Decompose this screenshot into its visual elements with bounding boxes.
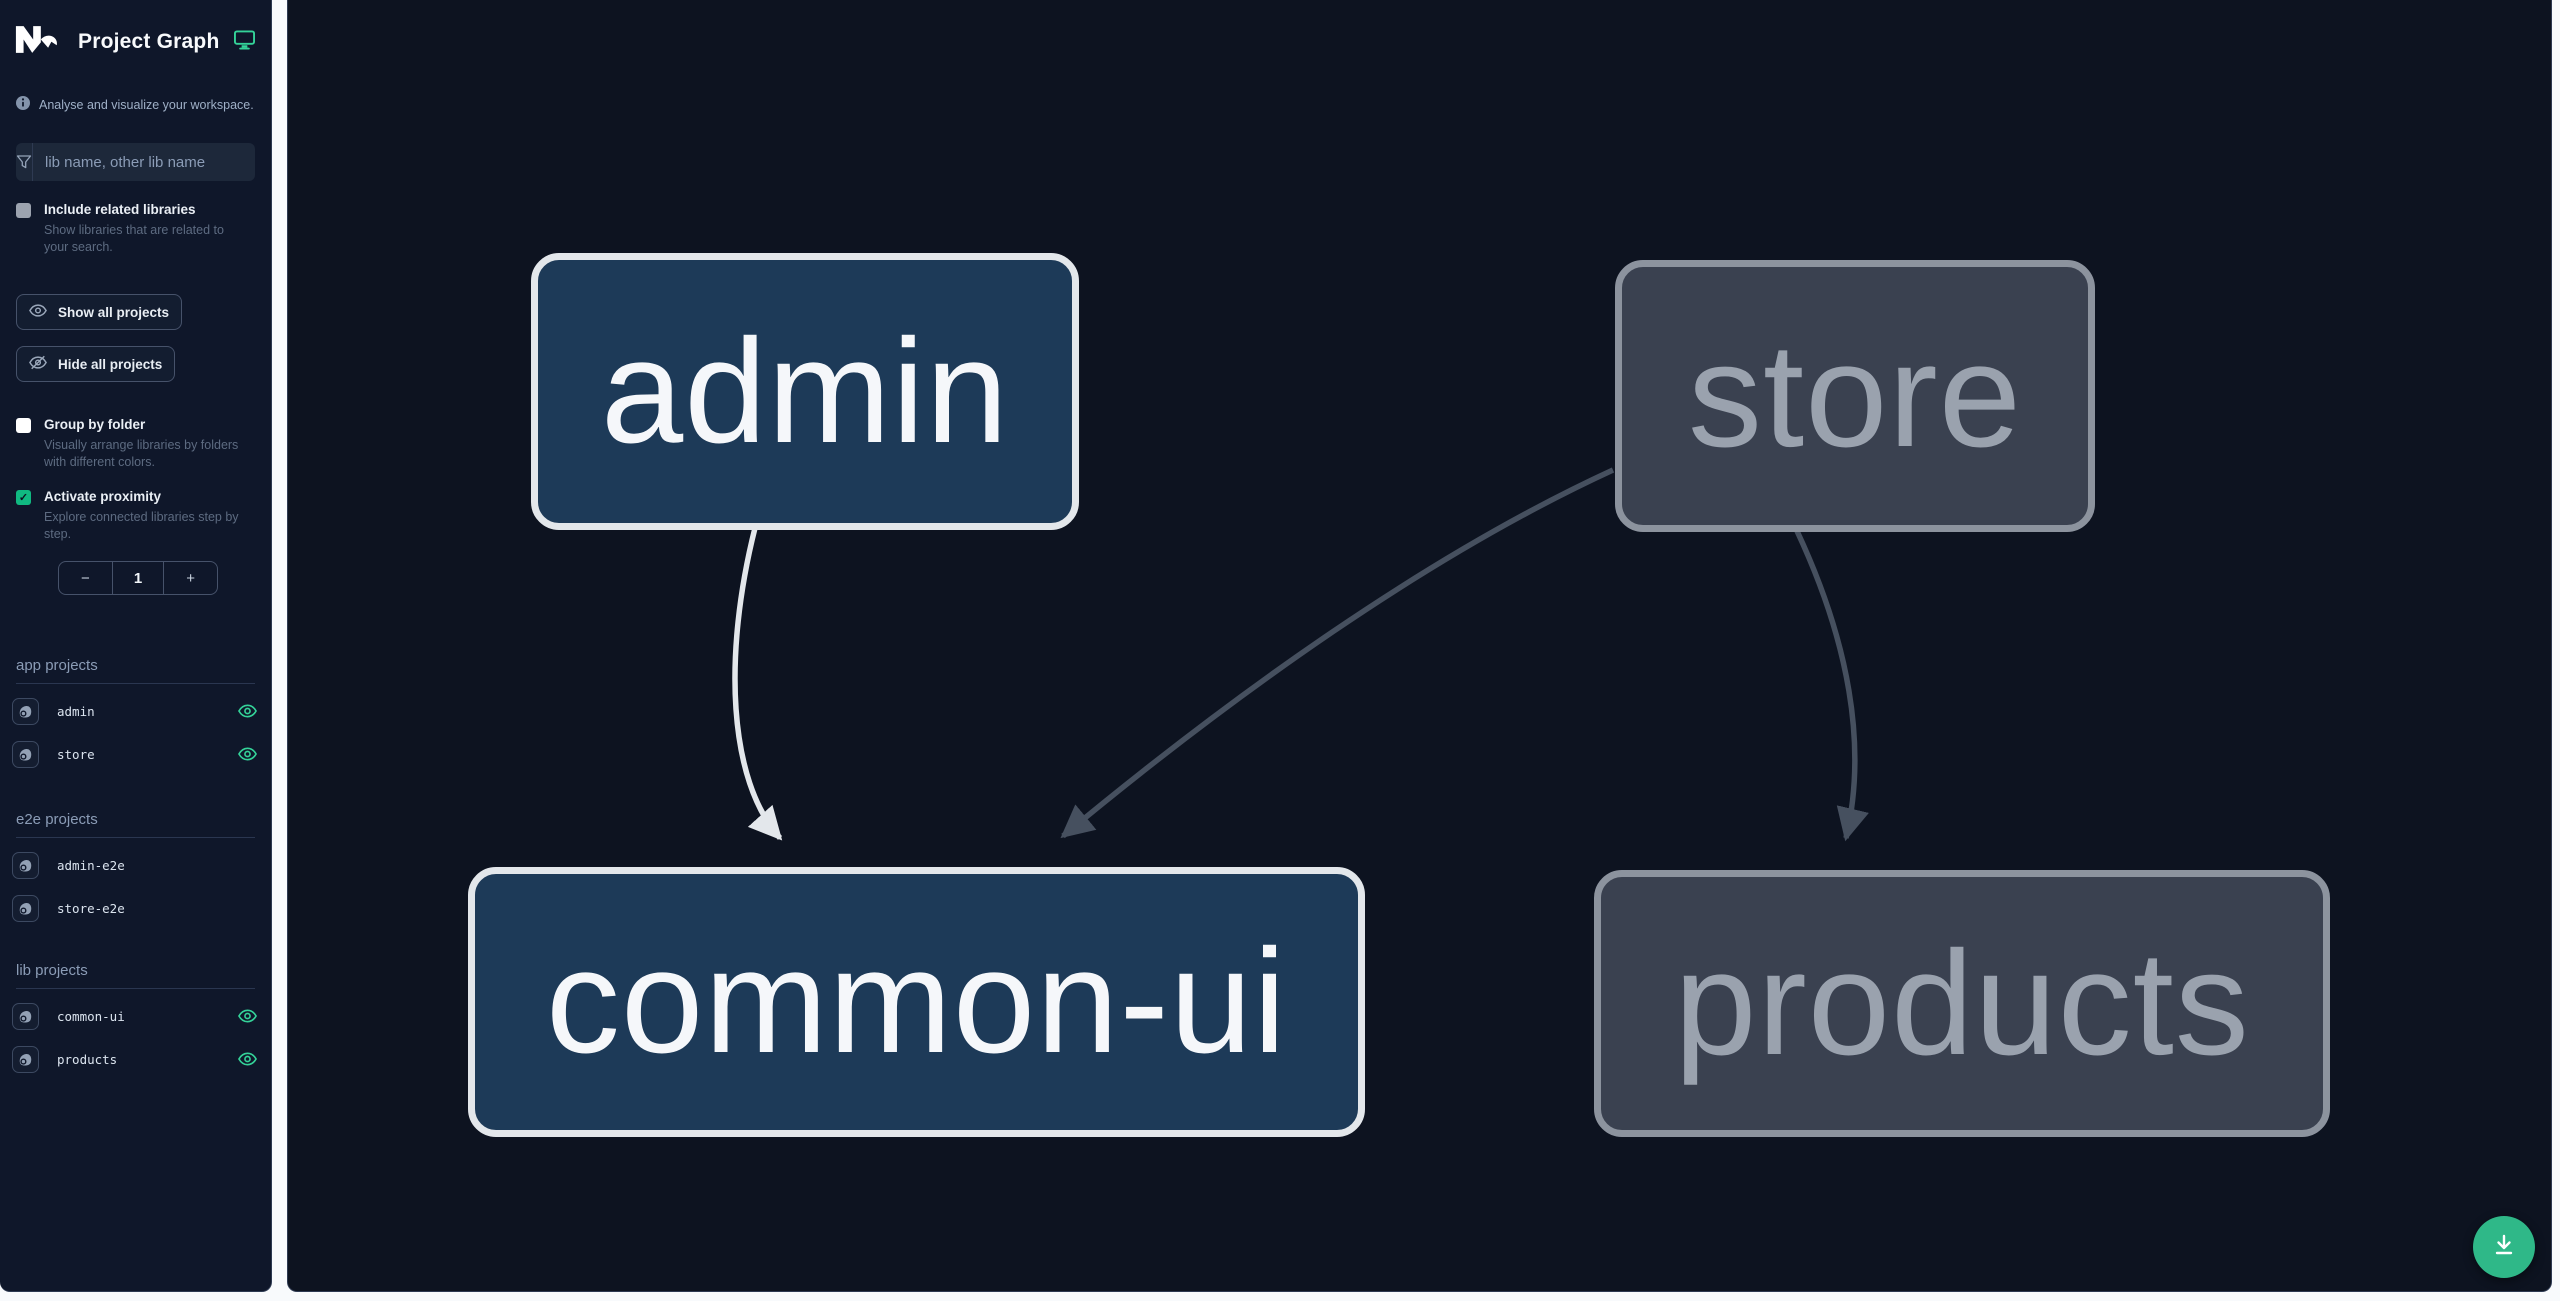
hide-all-label: Hide all projects <box>58 356 163 372</box>
info-banner: Analyse and visualize your workspace. <box>0 96 271 113</box>
eye-off-icon <box>29 355 47 373</box>
section-heading-app-projects: app projects <box>16 657 255 684</box>
sidebar: Project Graph Analyse and visualize your… <box>0 0 272 1292</box>
monitor-icon[interactable] <box>234 29 255 55</box>
funnel-icon <box>16 143 33 181</box>
edge-store-to-common-ui <box>1060 467 1615 839</box>
toggle-visibility-eye-icon[interactable] <box>237 1049 257 1069</box>
proximity-increment-button[interactable]: + <box>186 569 196 587</box>
focus-project-icon[interactable] <box>12 697 39 725</box>
option-label: Group by folder <box>44 417 146 432</box>
project-name: products <box>57 1051 118 1067</box>
option-group-by-folder: Group by folder Visually arrange librari… <box>0 417 271 471</box>
proximity-stepper: − 1 + <box>58 561 218 595</box>
show-all-projects-button[interactable]: Show all projects <box>16 294 183 330</box>
focus-project-icon[interactable] <box>12 1002 39 1030</box>
option-include-related: Include related libraries Show libraries… <box>0 202 271 256</box>
filter-input-group <box>16 143 255 181</box>
project-name: common-ui <box>57 1008 125 1024</box>
option-activate-proximity: ✓ Activate proximity Explore connected l… <box>0 489 271 543</box>
focus-project-icon[interactable] <box>12 1045 39 1073</box>
proximity-decrement-button[interactable]: − <box>80 569 90 587</box>
option-description: Visually arrange libraries by folders wi… <box>44 438 239 469</box>
hide-all-projects-button[interactable]: Hide all projects <box>16 346 176 382</box>
section-heading-lib-projects: lib projects <box>16 962 255 989</box>
group-by-folder-checkbox[interactable] <box>16 418 31 433</box>
project-row-admin-e2e: admin-e2e <box>0 844 271 886</box>
toggle-visibility-eye-icon[interactable] <box>237 1006 257 1026</box>
focus-project-icon[interactable] <box>12 894 39 922</box>
project-row-store: store <box>0 733 271 775</box>
toggle-visibility-eye-icon[interactable] <box>237 744 257 764</box>
edge-admin-to-common-ui <box>732 527 783 841</box>
project-row-common-ui: common-ui <box>0 995 271 1037</box>
nx-logo-icon <box>14 24 60 60</box>
option-label: Include related libraries <box>44 202 196 217</box>
edge-store-to-products <box>1794 529 1869 842</box>
download-graph-button[interactable] <box>2473 1216 2535 1278</box>
page-title: Project Graph <box>78 30 220 53</box>
graph-node-store[interactable]: store <box>1615 260 2095 532</box>
show-all-label: Show all projects <box>58 304 170 320</box>
info-icon <box>16 96 30 113</box>
graph-node-common-ui[interactable]: common-ui <box>468 867 1365 1137</box>
option-label: Activate proximity <box>44 489 162 504</box>
include-related-checkbox[interactable] <box>16 203 31 218</box>
project-row-store-e2e: store-e2e <box>0 887 271 929</box>
project-name: store-e2e <box>57 900 125 916</box>
project-name: admin-e2e <box>57 857 125 873</box>
option-description: Show libraries that are related to your … <box>44 223 224 254</box>
info-text: Analyse and visualize your workspace. <box>39 97 254 112</box>
graph-edges <box>732 467 1869 842</box>
graph-canvas[interactable]: admin store common-ui products <box>287 0 2552 1292</box>
focus-project-icon[interactable] <box>12 740 39 768</box>
graph-node-admin[interactable]: admin <box>531 253 1079 530</box>
download-icon <box>2492 1233 2516 1262</box>
project-name: admin <box>57 703 95 719</box>
focus-project-icon[interactable] <box>12 851 39 879</box>
eye-icon <box>29 304 47 320</box>
toggle-visibility-eye-icon[interactable] <box>237 701 257 721</box>
sidebar-header: Project Graph <box>0 0 271 60</box>
option-description: Explore connected libraries step by step… <box>44 510 239 541</box>
project-row-products: products <box>0 1038 271 1080</box>
section-heading-e2e-projects: e2e projects <box>16 811 255 838</box>
filter-input[interactable] <box>33 153 255 171</box>
activate-proximity-checkbox[interactable]: ✓ <box>16 490 31 505</box>
project-name: store <box>57 746 95 762</box>
graph-node-products[interactable]: products <box>1594 870 2330 1137</box>
proximity-value: 1 <box>111 562 165 594</box>
project-row-admin: admin <box>0 690 271 732</box>
